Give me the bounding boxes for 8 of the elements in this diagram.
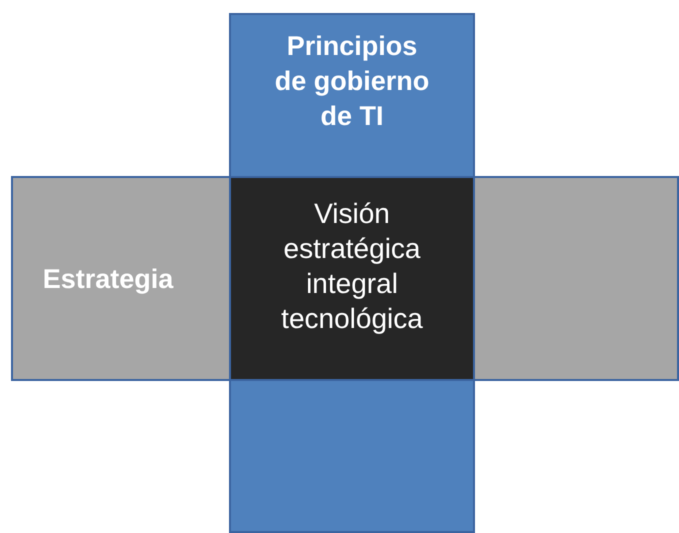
column-band-segment [229,379,475,533]
band-heading: Estrategia [42,263,174,296]
center-text: Visión estratégica integral tecnológica [280,197,424,336]
band-heading: Principios de gobierno de TI [274,30,430,134]
row-band-segment [473,176,679,381]
center-box [229,176,475,381]
row-band [11,176,231,381]
column-band [229,13,475,178]
